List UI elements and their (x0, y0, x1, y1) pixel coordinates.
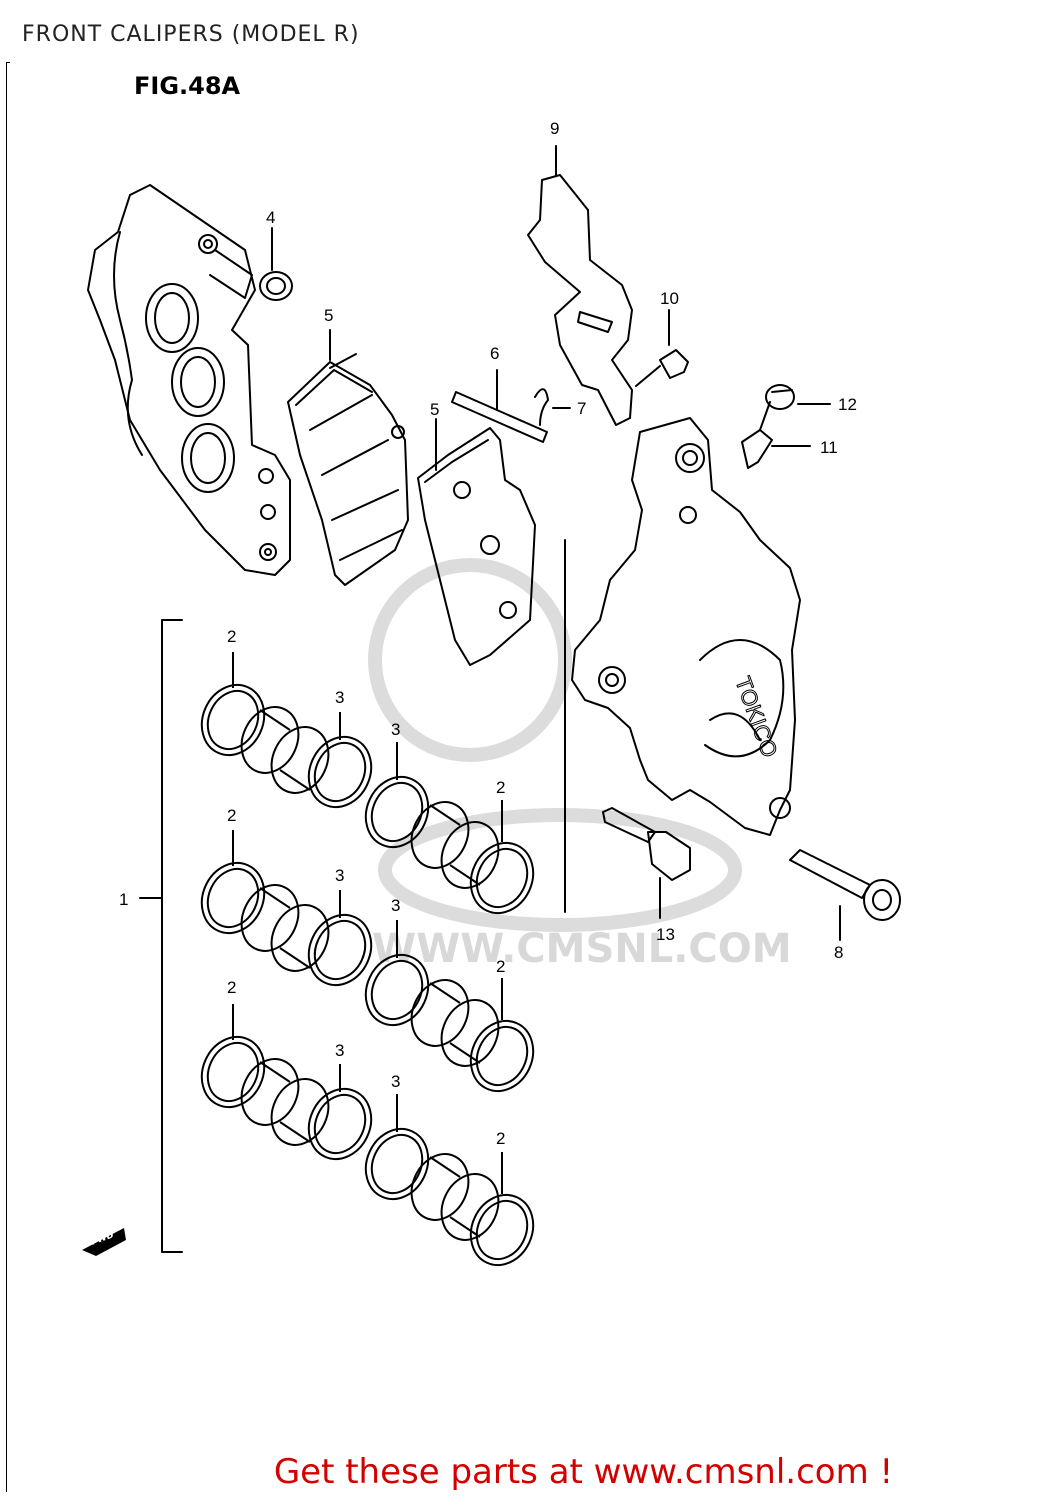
piston-end (240, 884, 300, 952)
piston-body (259, 1061, 311, 1143)
part-11-bleeder-valve (741, 401, 811, 469)
part-12-bleeder-cap (765, 384, 831, 410)
callout-2: 2 (227, 806, 236, 825)
callout-3: 3 (335, 688, 344, 707)
part-3-dust-seal (313, 1093, 367, 1155)
part-3-dust-seal (364, 775, 430, 849)
footer-promo[interactable]: Get these parts at www.cmsnl.com ! (0, 1452, 1057, 1492)
part-7-pin-clip (534, 388, 571, 426)
callout-3: 3 (391, 896, 400, 915)
part-2-piston-seal (475, 1025, 529, 1087)
part-3-dust-seal (307, 735, 373, 809)
part-3-dust-seal (364, 953, 430, 1027)
part-2-piston-seal (469, 841, 535, 915)
piston-body (259, 887, 311, 969)
callout-2: 2 (496, 1129, 505, 1148)
piston-end (240, 1058, 300, 1126)
piston-end (440, 999, 500, 1067)
part-2-piston-seal (200, 861, 266, 935)
part-3-dust-seal (313, 741, 367, 803)
part-2-piston-seal (475, 847, 529, 909)
callout-6: 6 (490, 344, 499, 363)
piston-end (270, 726, 330, 794)
figure-number: FIG.48A (134, 72, 241, 100)
caliper-brand-label: TOKICO (730, 673, 782, 760)
piston-body (429, 804, 481, 886)
piston-body (429, 982, 481, 1064)
callout-3: 3 (335, 1041, 344, 1060)
callout-2: 2 (496, 957, 505, 976)
part-3-dust-seal (313, 919, 367, 981)
piston-end (270, 1078, 330, 1146)
callout-3: 3 (335, 866, 344, 885)
caliper-right-half (564, 417, 801, 913)
callout-4: 4 (266, 208, 275, 227)
part-3-dust-seal (307, 1087, 373, 1161)
part-3-dust-seal (370, 959, 424, 1021)
callout-11: 11 (820, 438, 838, 457)
piston-end (410, 801, 470, 869)
part-9-hose-bracket (527, 145, 633, 426)
piston-end (410, 1153, 470, 1221)
part-13-caliper-bolt (602, 807, 691, 919)
callout-2: 2 (227, 627, 236, 646)
callout-10: 10 (660, 289, 679, 308)
part-3-dust-seal (364, 1127, 430, 1201)
footer-link-text[interactable]: Get these parts at www.cmsnl.com ! (273, 1452, 894, 1492)
parts-diagram: WWW.CMSNL.COM (82, 119, 901, 1267)
part-8-mounting-bolt (789, 849, 901, 941)
callout-2: 2 (227, 978, 236, 997)
piston-body (429, 1156, 481, 1238)
frame-corner (6, 62, 10, 63)
callout-5: 5 (430, 400, 439, 419)
part-5-brake-pad-left (287, 329, 409, 586)
part-4-seal (259, 227, 293, 301)
forward-arrow-icon (82, 1228, 126, 1256)
part-2-piston-seal (469, 1193, 535, 1267)
page-border-line (6, 62, 7, 1492)
piston-end (240, 706, 300, 774)
part-6-pad-pin (451, 369, 548, 443)
watermark-logo (368, 558, 742, 932)
callout-2: 2 (496, 778, 505, 797)
part-2-piston-seal (206, 1041, 260, 1103)
piston-body (259, 709, 311, 791)
piston-end (440, 821, 500, 889)
part-3-dust-seal (370, 781, 424, 843)
callout-5: 5 (324, 306, 333, 325)
part-2-piston-seal (200, 1035, 266, 1109)
page-title: FRONT CALIPERS (MODEL R) (22, 22, 360, 47)
callout-8: 8 (834, 943, 843, 962)
piston-end (440, 1173, 500, 1241)
callout-7: 7 (577, 399, 586, 418)
part-5-brake-pad-right (417, 418, 536, 666)
callout-12: 12 (838, 395, 857, 414)
part-10-bolt (635, 309, 689, 387)
part-2-piston-seal (206, 867, 260, 929)
part-2-piston-seal (200, 683, 266, 757)
part-3-dust-seal (307, 913, 373, 987)
part-2-piston-seal (206, 689, 260, 751)
assembly-bracket (161, 619, 183, 1253)
callout-13: 13 (656, 925, 675, 944)
callout-9: 9 (550, 119, 559, 138)
part-3-dust-seal (370, 1133, 424, 1195)
callout-1: 1 (119, 890, 128, 909)
callout-3: 3 (391, 1072, 400, 1091)
caliper-left-half (87, 184, 291, 576)
callout-3: 3 (391, 720, 400, 739)
piston-end (410, 979, 470, 1047)
piston-end (270, 904, 330, 972)
part-2-piston-seal (469, 1019, 535, 1093)
part-2-piston-seal (475, 1199, 529, 1261)
watermark-text: WWW.CMSNL.COM (372, 926, 792, 972)
